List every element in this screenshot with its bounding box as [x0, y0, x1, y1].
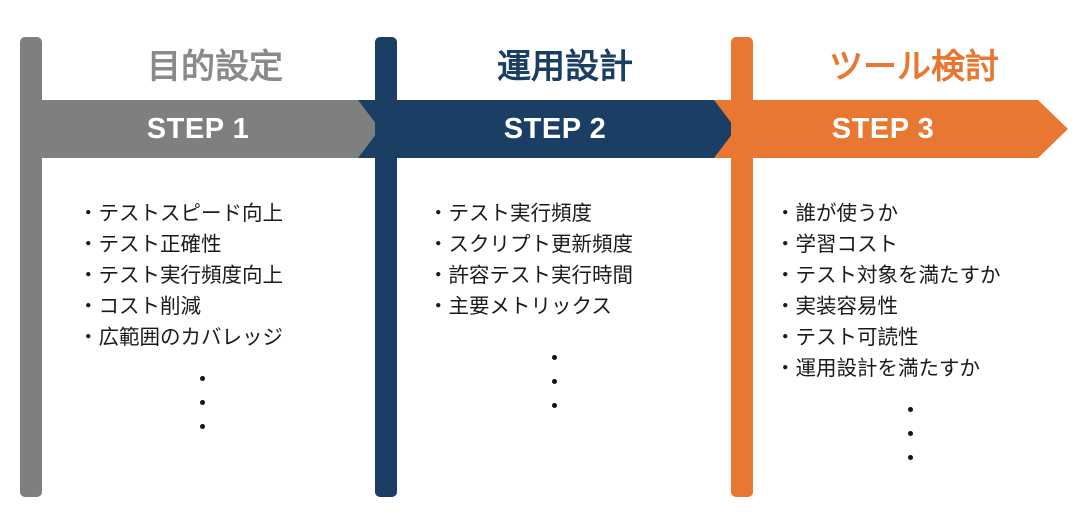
list-item: ・テスト可読性 [775, 326, 919, 349]
list-item: ・広範囲のカバレッジ [78, 326, 283, 349]
list-item: ・許容テスト実行時間 [428, 264, 633, 287]
list-item: ・運用設計を満たすか [775, 357, 980, 380]
step1-item-list: ・テストスピード向上 ・テスト正確性 ・テスト実行頻度向上 ・コスト削減 ・広範… [78, 198, 283, 353]
list-item: ・実装容易性 [775, 295, 898, 318]
list-item: ・テスト実行頻度向上 [78, 264, 283, 287]
list-item: ・誰が使うか [775, 202, 898, 225]
step2-ellipsis-icon [552, 355, 560, 427]
step3-item-list: ・誰が使うか ・学習コスト ・テスト対象を満たすか ・実装容易性 ・テスト可読性… [775, 198, 1001, 384]
step1-ellipsis-icon [200, 376, 208, 448]
list-item: ・コスト削減 [78, 295, 201, 318]
list-item: ・テスト対象を満たすか [775, 264, 1001, 287]
step3-arrow-banner: STEP 3 [714, 100, 1068, 158]
step2-heading: 運用設計 [497, 48, 633, 86]
list-item: ・テスト正確性 [78, 233, 222, 256]
step3-ellipsis-icon [908, 407, 916, 479]
list-item: ・主要メトリックス [428, 295, 612, 318]
step1-heading: 目的設定 [147, 48, 283, 86]
list-item: ・スクリプト更新頻度 [428, 233, 633, 256]
step3-heading: ツール検討 [829, 48, 999, 86]
list-item: ・学習コスト [775, 233, 898, 256]
list-item: ・テストスピード向上 [78, 202, 283, 225]
list-item: ・テスト実行頻度 [428, 202, 592, 225]
step2-arrow-banner: STEP 2 [358, 100, 756, 158]
step2-item-list: ・テスト実行頻度 ・スクリプト更新頻度 ・許容テスト実行時間 ・主要メトリックス [428, 198, 633, 322]
step1-arrow-banner: STEP 1 [20, 100, 398, 158]
